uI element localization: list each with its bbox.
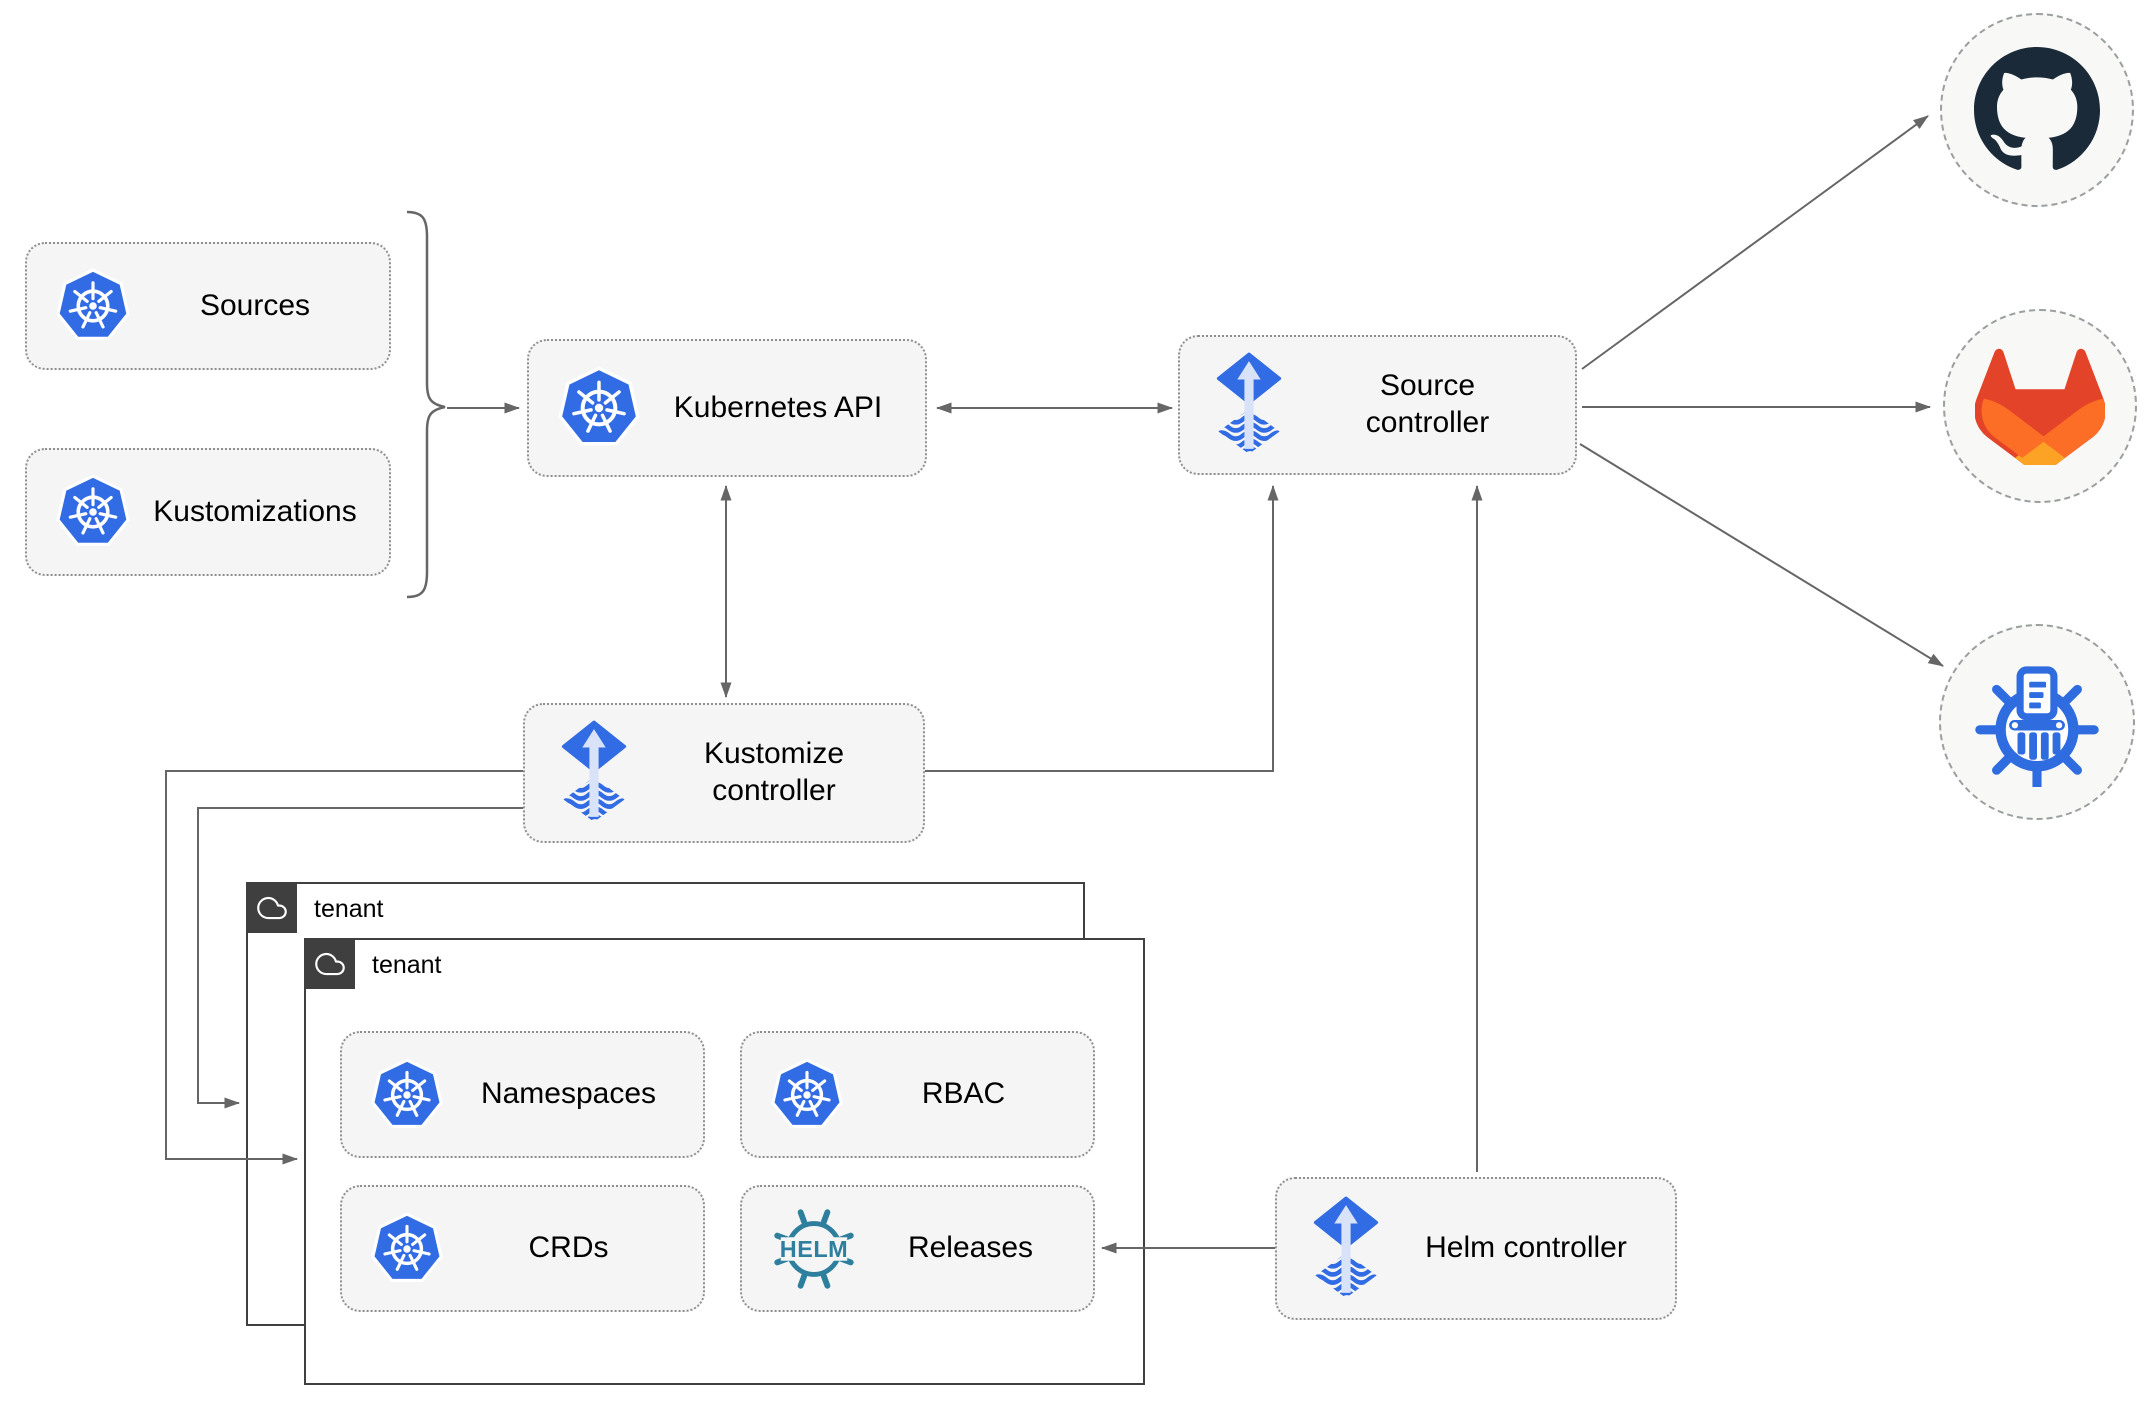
node-releases: Releases: [740, 1185, 1095, 1312]
kubernetes-icon: [55, 474, 131, 550]
node-label: CRDs: [528, 1231, 609, 1265]
node-label: Sources: [199, 288, 311, 322]
node-label: Kustomizations: [153, 494, 357, 528]
gitlab-icon: [1975, 347, 2105, 465]
arrow-source-controller-to-github: [1581, 115, 1929, 370]
node-crds: CRDs: [340, 1185, 705, 1312]
flux-icon: [1208, 352, 1290, 458]
kubernetes-icon: [370, 1212, 444, 1286]
tenant-header: [246, 882, 297, 933]
github-icon: [1974, 47, 2100, 173]
cloud-icon: [313, 949, 347, 979]
flux-icon: [553, 720, 635, 826]
node-label: Namespaces: [480, 1077, 657, 1111]
cloud-icon: [255, 893, 289, 923]
gitlab-endpoint: [1943, 309, 2137, 503]
harbor-endpoint: [1939, 624, 2135, 820]
node-kubernetes-api: Kubernetes API: [527, 339, 927, 477]
tenant-header: [304, 938, 355, 989]
node-label: Kustomize controller: [703, 737, 845, 807]
node-label: RBAC: [921, 1077, 1006, 1111]
kubernetes-icon: [557, 366, 641, 450]
node-rbac: RBAC: [740, 1031, 1095, 1158]
tenant-front-group: tenant: [304, 938, 1145, 1385]
kubernetes-icon: [770, 1058, 844, 1132]
node-sources: Sources: [25, 242, 391, 370]
node-source-controller: Source controller: [1178, 335, 1577, 475]
arrow-kustomize-to-source-controller: [925, 485, 1279, 772]
harbor-icon: [1972, 657, 2102, 787]
node-namespaces: Namespaces: [340, 1031, 705, 1158]
helm-icon: [770, 1205, 858, 1293]
kubernetes-icon: [55, 268, 131, 344]
node-label: Kubernetes API: [673, 390, 883, 424]
github-endpoint: [1940, 13, 2134, 207]
tenant-label: tenant: [372, 951, 442, 979]
node-label: Releases: [907, 1231, 1034, 1265]
kubernetes-icon: [370, 1058, 444, 1132]
node-helm-controller: Helm controller: [1275, 1177, 1677, 1320]
tenant-label: tenant: [314, 895, 384, 923]
node-label: Helm controller: [1425, 1231, 1627, 1265]
brace-sources-group: [406, 210, 446, 599]
node-kustomizations: Kustomizations: [25, 448, 391, 576]
arrow-source-controller-to-harbor: [1579, 443, 1944, 667]
node-kustomize-controller: Kustomize controller: [523, 703, 925, 843]
flux-icon: [1305, 1196, 1387, 1302]
node-label: Source controller: [1365, 369, 1490, 439]
